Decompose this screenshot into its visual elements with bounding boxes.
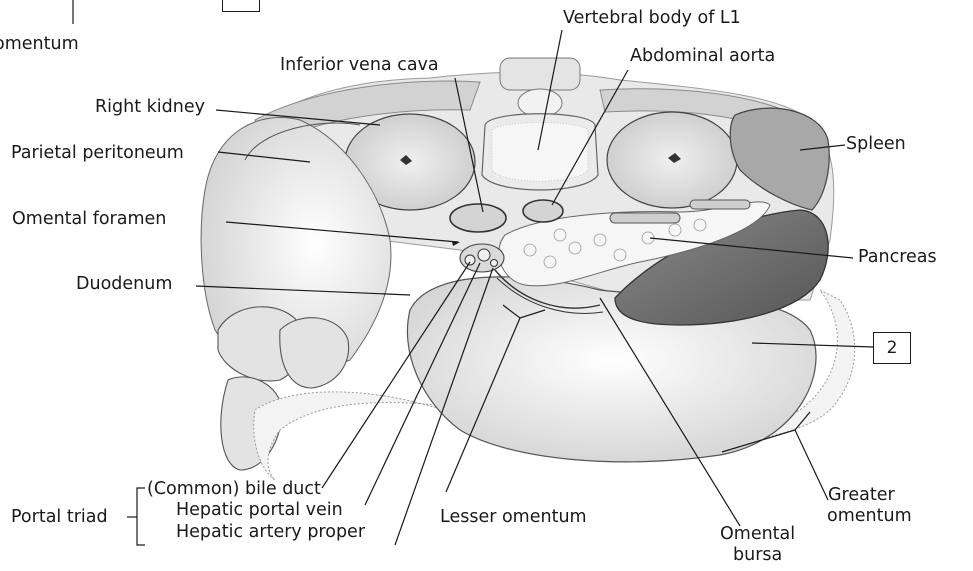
splenic-vessel bbox=[610, 213, 680, 223]
abdominal-aorta-shape bbox=[523, 200, 563, 222]
label-portal-triad: Portal triad bbox=[11, 507, 108, 527]
splenic-vessel-2 bbox=[690, 200, 750, 209]
label-box-partial bbox=[222, 0, 260, 12]
label-omental-bursa-line2: bursa bbox=[733, 545, 782, 565]
label-hepatic-artery-proper: Hepatic artery proper bbox=[176, 522, 365, 542]
label-hepatic-portal-vein: Hepatic portal vein bbox=[176, 500, 343, 520]
label-pancreas: Pancreas bbox=[858, 247, 937, 267]
label-duodenum: Duodenum bbox=[76, 274, 172, 294]
label-greater-omentum-line1: Greater bbox=[828, 485, 895, 505]
label-parietal-peritoneum: Parietal peritoneum bbox=[11, 143, 184, 163]
intestine-coils bbox=[218, 307, 349, 470]
label-abdominal-aorta: Abdominal aorta bbox=[630, 46, 775, 66]
label-inferior-vena-cava: Inferior vena cava bbox=[280, 55, 439, 75]
inferior-vena-cava-shape bbox=[450, 204, 506, 232]
label-omental-foramen: Omental foramen bbox=[12, 209, 166, 229]
label-lesser-omentum: Lesser omentum bbox=[440, 507, 587, 527]
label-greater-omentum-line2: omentum bbox=[827, 506, 912, 526]
label-box-2: 2 bbox=[873, 332, 911, 364]
label-vertebral-body: Vertebral body of L1 bbox=[563, 8, 741, 28]
label-omentum-top: omentum bbox=[0, 34, 79, 54]
label-spleen: Spleen bbox=[846, 134, 906, 154]
label-omental-bursa-line1: Omental bbox=[720, 524, 795, 544]
label-right-kidney: Right kidney bbox=[95, 97, 205, 117]
label-bile-duct: (Common) bile duct bbox=[147, 479, 321, 499]
